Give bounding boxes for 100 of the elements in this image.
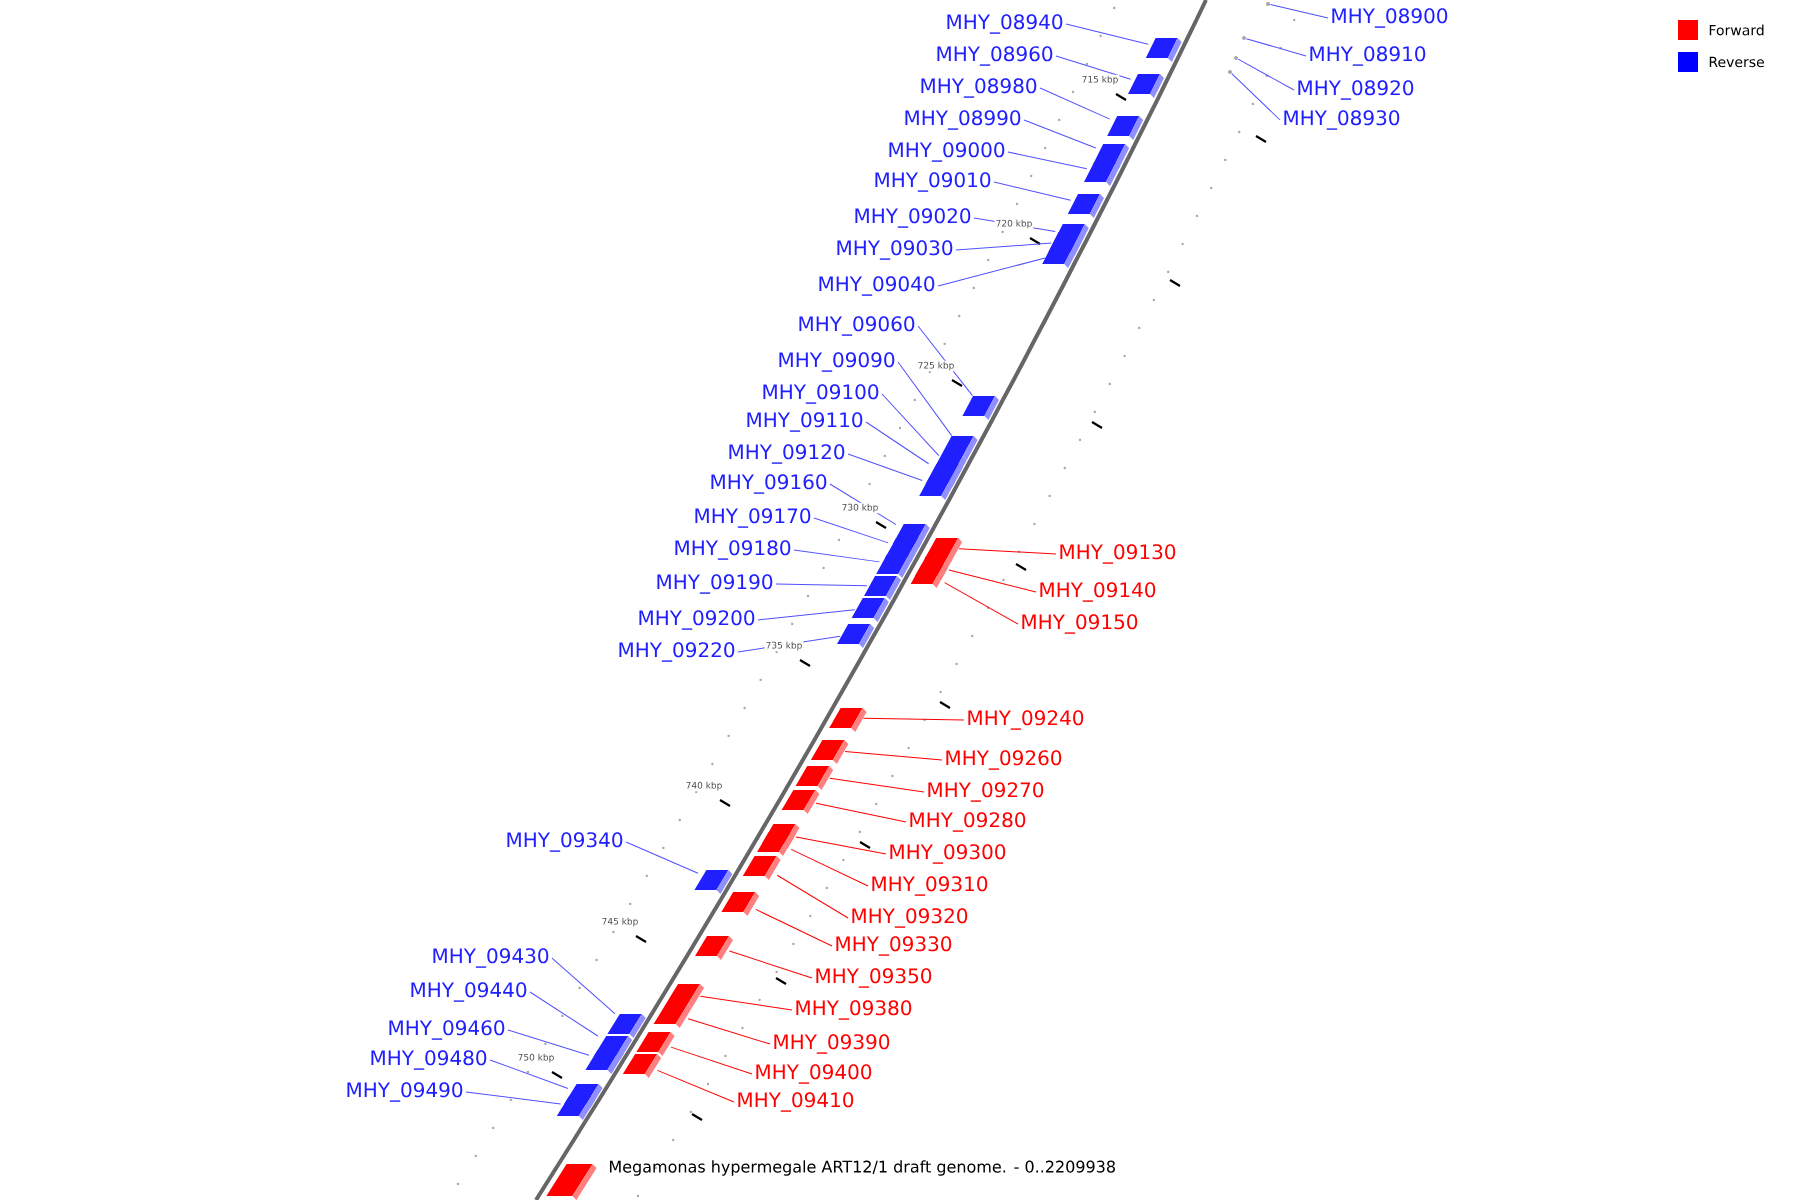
gene-block bbox=[757, 832, 795, 856]
gene-label: MHY_09410 bbox=[738, 1092, 854, 1112]
gene-label: MHY_09320 bbox=[852, 908, 968, 928]
leader-line bbox=[1237, 58, 1295, 91]
leader-line bbox=[793, 549, 880, 563]
gene-block bbox=[1084, 162, 1121, 186]
gene-block bbox=[585, 1050, 624, 1074]
gene-label: MHY_09090 bbox=[779, 352, 895, 372]
gene-block bbox=[795, 766, 834, 790]
leader-line bbox=[728, 950, 813, 979]
gene-block bbox=[1107, 116, 1144, 140]
gene-label: MHY_08910 bbox=[1310, 46, 1426, 66]
leader-line bbox=[844, 750, 943, 761]
gene-block bbox=[829, 708, 867, 732]
leader-line bbox=[1055, 55, 1132, 80]
leader-line bbox=[958, 548, 1057, 555]
gene-label: MHY_09000 bbox=[889, 142, 1005, 162]
gene-label: MHY_09160 bbox=[711, 474, 827, 494]
gene-label: MHY_09340 bbox=[507, 832, 623, 852]
leader-line bbox=[815, 802, 907, 823]
gene-block bbox=[919, 476, 956, 500]
leader-line bbox=[937, 257, 1046, 287]
leader-line bbox=[699, 995, 793, 1011]
leader-line bbox=[993, 181, 1072, 201]
leader-line bbox=[757, 609, 856, 621]
gene-label: MHY_08900 bbox=[1332, 8, 1448, 28]
gene-label: MHY_09200 bbox=[639, 610, 755, 630]
gene-block bbox=[721, 892, 760, 916]
gene-label: MHY_09220 bbox=[619, 642, 735, 662]
gene-label: MHY_09390 bbox=[774, 1034, 890, 1054]
leader-line bbox=[489, 1059, 569, 1089]
gene-label: MHY_09170 bbox=[695, 508, 811, 528]
leader-line bbox=[529, 991, 599, 1037]
leader-line bbox=[862, 717, 965, 721]
leader-line bbox=[1007, 151, 1088, 170]
gene-label: MHY_09110 bbox=[747, 412, 863, 432]
leader-line bbox=[881, 393, 940, 457]
gene-label: MHY_09490 bbox=[347, 1082, 463, 1102]
gene-label: MHY_08980 bbox=[921, 78, 1037, 98]
gene-label: MHY_09040 bbox=[819, 276, 935, 296]
gene-label: MHY_09020 bbox=[855, 208, 971, 228]
leader-line bbox=[737, 635, 841, 653]
leader-line bbox=[507, 1029, 590, 1056]
gene-label: MHY_08920 bbox=[1298, 80, 1414, 100]
gene-block bbox=[851, 598, 889, 622]
leader-line bbox=[917, 325, 973, 397]
gene-block bbox=[810, 740, 849, 764]
gene-block bbox=[1145, 38, 1182, 62]
leader-line bbox=[948, 569, 1037, 593]
gene-block bbox=[607, 1014, 646, 1038]
gene-block bbox=[742, 856, 781, 880]
gene-label: MHY_09480 bbox=[371, 1050, 487, 1070]
gene-block bbox=[622, 1054, 662, 1078]
gene-block bbox=[864, 576, 901, 600]
gene-label: MHY_08960 bbox=[937, 46, 1053, 66]
leader-line bbox=[847, 453, 923, 481]
leader-line bbox=[755, 908, 833, 947]
gene-label: MHY_09120 bbox=[729, 444, 845, 464]
leader-line bbox=[465, 1091, 562, 1105]
track-caption: Megamonas hypermegale ART12/1 draft genome. - 0..2209938 bbox=[609, 1160, 1115, 1176]
leader-line bbox=[1269, 4, 1329, 19]
gene-label: MHY_09400 bbox=[756, 1064, 872, 1084]
gene-label: MHY_08930 bbox=[1284, 110, 1400, 130]
gene-label: MHY_09150 bbox=[1022, 614, 1138, 634]
gene-label: MHY_09130 bbox=[1060, 544, 1176, 564]
leader-line bbox=[551, 957, 616, 1015]
gene-block bbox=[665, 984, 704, 1008]
leader-line bbox=[1245, 38, 1307, 57]
gene-label: MHY_08990 bbox=[905, 110, 1021, 130]
leader-line bbox=[625, 841, 699, 874]
gene-block bbox=[876, 554, 914, 578]
leader-line bbox=[829, 777, 925, 793]
gene-label: MHY_09310 bbox=[872, 876, 988, 896]
leader-line bbox=[1023, 119, 1097, 149]
gene-label: MHY_09350 bbox=[816, 968, 932, 988]
leader-line bbox=[670, 1046, 753, 1075]
gene-block bbox=[636, 1032, 675, 1056]
gene-label: MHY_09270 bbox=[928, 782, 1044, 802]
gene-label: MHY_09180 bbox=[675, 540, 791, 560]
gene-label: MHY_09460 bbox=[389, 1020, 505, 1040]
leader-line bbox=[897, 361, 953, 437]
gene-label: MHY_09260 bbox=[946, 750, 1062, 770]
gene-label: MHY_09280 bbox=[910, 812, 1026, 832]
gene-block bbox=[1042, 244, 1079, 268]
leader-line bbox=[1231, 73, 1281, 121]
gene-label: MHY_08940 bbox=[947, 14, 1063, 34]
gene-block bbox=[556, 1096, 596, 1120]
gene-label: MHY_09300 bbox=[890, 844, 1006, 864]
gene-block bbox=[962, 396, 999, 420]
gene-block bbox=[694, 870, 733, 894]
leader-line bbox=[775, 583, 868, 587]
gene-block bbox=[781, 790, 820, 814]
gene-label: MHY_09010 bbox=[875, 172, 991, 192]
gene-label: MHY_09190 bbox=[657, 574, 773, 594]
gene-label: MHY_09240 bbox=[968, 710, 1084, 730]
leader-line bbox=[865, 421, 930, 465]
leader-line bbox=[829, 483, 897, 526]
gene-label: MHY_09140 bbox=[1040, 582, 1156, 602]
gene-block bbox=[653, 1004, 692, 1028]
gene-label: MHY_09430 bbox=[433, 948, 549, 968]
